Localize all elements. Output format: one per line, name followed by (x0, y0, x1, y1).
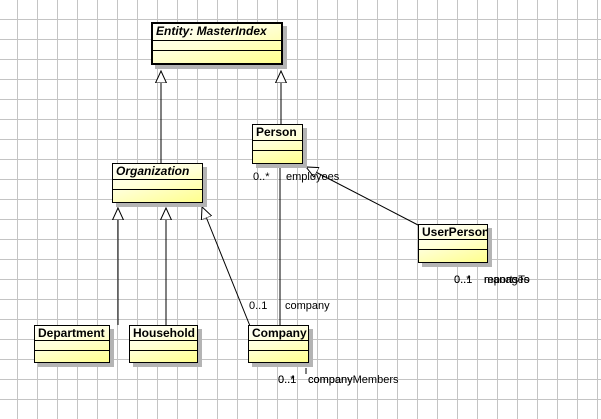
multiplicity: 0..1 (454, 274, 473, 286)
attributes-compartment (35, 341, 109, 351)
class-company[interactable]: Company (248, 325, 309, 363)
class-name: Household (130, 326, 197, 341)
attributes-compartment (153, 41, 281, 51)
class-name: Person (253, 125, 302, 141)
class-household[interactable]: Household (129, 325, 198, 363)
class-name: UserPerson (419, 225, 487, 240)
class-name: Organization (113, 164, 202, 180)
attributes-compartment (419, 240, 487, 250)
role: company (308, 374, 353, 386)
label-companymembers-back[interactable]: 0..* companyMembers (278, 374, 398, 387)
role: manages (484, 274, 530, 286)
attributes-compartment (130, 341, 197, 351)
label-company-multiplicity[interactable]: 0..1 (249, 300, 268, 312)
class-entity-masterindex[interactable]: Entity: MasterIndex (151, 22, 283, 65)
label-manages-back[interactable]: 0..* reportsTo (454, 274, 530, 287)
generalization-company-to-organization[interactable] (207, 218, 251, 327)
generalization-userperson-to-person[interactable] (317, 173, 419, 226)
label-employees-role[interactable]: employees (286, 171, 340, 183)
multiplicity: 0..* (454, 274, 471, 286)
attributes-compartment (113, 180, 202, 190)
label-company-role[interactable]: company (285, 300, 330, 312)
label-companymembers-front[interactable]: 0..1 company (278, 374, 353, 387)
class-name: Company (249, 326, 308, 341)
class-department[interactable]: Department (34, 325, 110, 363)
class-name: Department (35, 326, 109, 341)
attributes-compartment (249, 341, 308, 351)
class-organization[interactable]: Organization (112, 163, 203, 203)
class-userperson[interactable]: UserPerson (418, 224, 488, 263)
label-manages-front[interactable]: 0..1 manages (454, 274, 529, 287)
label-employees-multiplicity[interactable]: 0..* (253, 171, 270, 183)
class-name: Entity: MasterIndex (153, 24, 281, 41)
multiplicity: 0..* (278, 374, 295, 386)
role: reportsTo (484, 274, 530, 286)
role: companyMembers (308, 374, 399, 386)
multiplicity: 0..1 (278, 374, 297, 386)
class-person[interactable]: Person (252, 124, 303, 164)
attributes-compartment (253, 141, 302, 151)
